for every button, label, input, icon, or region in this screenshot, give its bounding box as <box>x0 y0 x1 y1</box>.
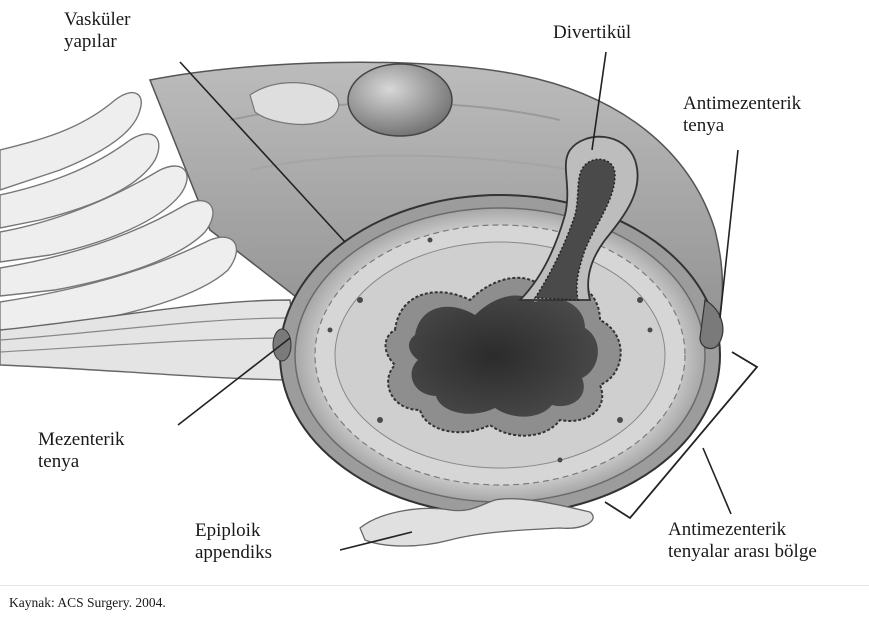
caption-divider <box>0 585 869 586</box>
label-mesenteric-tenia: Mezenterik tenya <box>38 429 125 473</box>
label-line: appendiks <box>195 542 272 564</box>
label-vascular-structures: Vasküler yapılar <box>64 9 130 53</box>
label-interteniae-zone: Antimezenterik tenyalar arası bölge <box>668 519 817 563</box>
label-antimesenteric-tenia: Antimezenterik tenya <box>683 93 801 137</box>
label-line: yapılar <box>64 31 130 53</box>
label-line: Antimezenterik <box>668 519 817 541</box>
label-line: Antimezenterik <box>683 93 801 115</box>
label-diverticulum: Divertikül <box>553 22 631 44</box>
label-line: tenya <box>38 451 125 473</box>
label-line: tenyalar arası bölge <box>668 541 817 563</box>
label-line: Epiploik <box>195 520 272 542</box>
label-line: tenya <box>683 115 801 137</box>
colon-cross-section <box>280 195 720 515</box>
label-line: Vasküler <box>64 9 130 31</box>
label-line: Divertikül <box>553 22 631 44</box>
label-line: Mezenterik <box>38 429 125 451</box>
source-caption: Kaynak: ACS Surgery. 2004. <box>9 595 166 611</box>
label-epiploic-appendix: Epiploik appendiks <box>195 520 272 564</box>
